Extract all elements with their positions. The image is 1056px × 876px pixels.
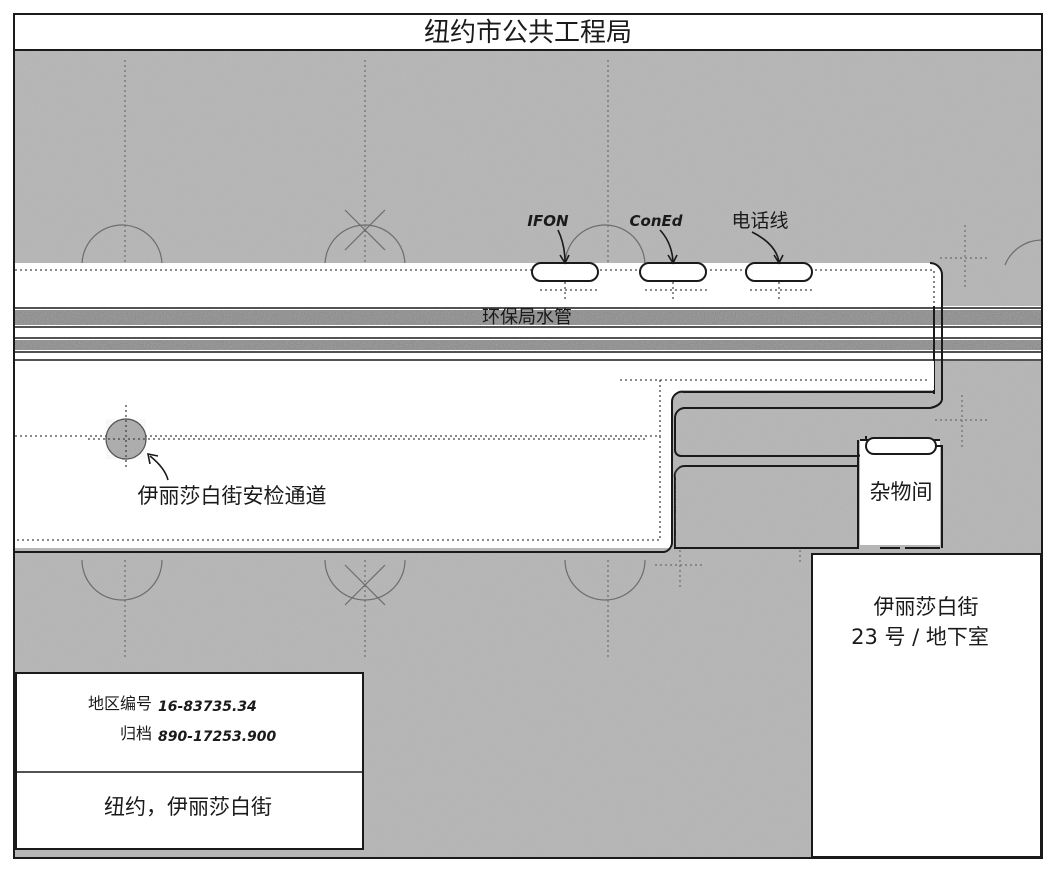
coned-pointer (659, 229, 674, 263)
page-title: 纽约市公共工程局 (424, 18, 632, 48)
survey-marks (81, 60, 1042, 660)
utility-conduits (531, 262, 813, 300)
label-pointers (146, 229, 784, 481)
building-basement (811, 553, 1042, 858)
sidewalk-strip (15, 263, 942, 306)
phone-pointer (751, 231, 780, 263)
ifon-label: IFON (527, 212, 569, 230)
info-box: 地区编号 16-83735.34 归档 890-17253.900 纽约，伊丽莎… (15, 672, 364, 850)
security-tunnel-label: 伊丽莎白街安检通道 (138, 484, 327, 508)
archive-label: 归档 (120, 724, 152, 743)
coned-conduit (639, 262, 707, 282)
water-main-pipe (15, 306, 1041, 361)
coned-label: ConEd (630, 212, 683, 230)
location-label: 纽约，伊丽莎白街 (104, 795, 272, 819)
ifon-conduit (531, 262, 599, 282)
ifon-pointer (557, 229, 566, 263)
hatch-pointer (149, 455, 169, 481)
title-bar: 纽约市公共工程局 (15, 15, 1041, 51)
phone-line-label: 电话线 (731, 210, 788, 232)
building-label-line2: 23 号 / 地下室 (851, 625, 989, 649)
district-value: 16-83735.34 (158, 699, 257, 715)
storage-room (860, 440, 940, 545)
storage-room-label: 杂物间 (870, 480, 933, 504)
tunnel-area (15, 361, 934, 548)
phone-conduit (745, 262, 813, 282)
storage-duct (865, 437, 937, 455)
archive-value: 890-17253.900 (158, 729, 277, 745)
water-main-label: 环保局水管 (482, 307, 572, 328)
building-label-line1: 伊丽莎白街 (874, 595, 979, 619)
district-label: 地区编号 (88, 694, 152, 713)
security-hatch-icon (88, 405, 645, 470)
